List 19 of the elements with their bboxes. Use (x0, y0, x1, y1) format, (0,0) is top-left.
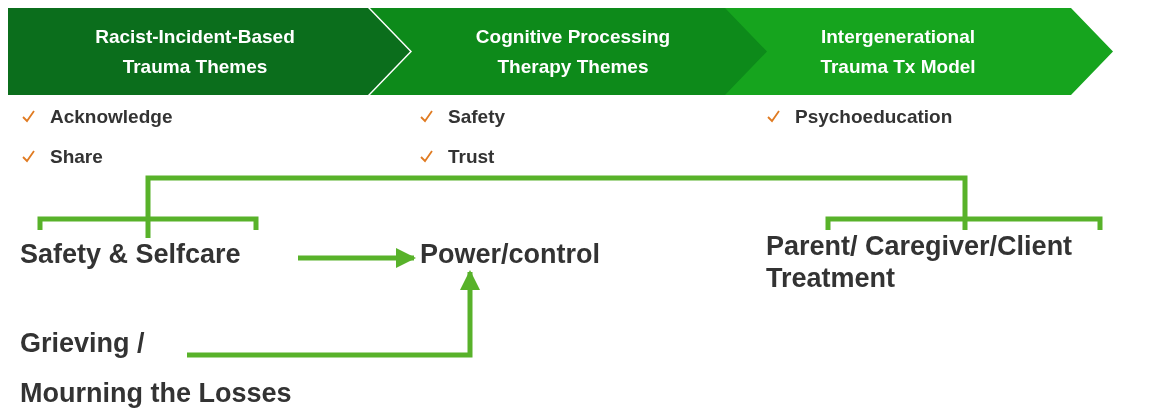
theme-text: Grieving / (20, 328, 145, 359)
connector-line (145, 175, 968, 238)
banner-title: Intergenerational Trauma Tx Model (819, 24, 977, 79)
list-item: Safety (448, 106, 506, 128)
chevron-banner (8, 8, 410, 95)
theme-text: Safety & Selfcare (20, 238, 242, 270)
list-item: Share (50, 146, 103, 168)
banner-title: Racist-Incident-Based Trauma Themes (94, 24, 296, 79)
list-item: Psychoeducation (795, 106, 953, 128)
theme-text: Power/control (420, 238, 602, 270)
arrow (298, 248, 416, 268)
list-item: Trust (448, 146, 495, 168)
banner-title: Cognitive Processing Therapy Themes (474, 24, 672, 79)
theme-text: Parent/ Caregiver/Client Treatment (766, 230, 1074, 294)
arrow (187, 270, 480, 358)
chevron-banner (370, 8, 770, 95)
theme-text: Mourning the Losses (20, 378, 292, 409)
list-item: Acknowledge (50, 106, 173, 128)
chevron-banner (725, 8, 1113, 95)
